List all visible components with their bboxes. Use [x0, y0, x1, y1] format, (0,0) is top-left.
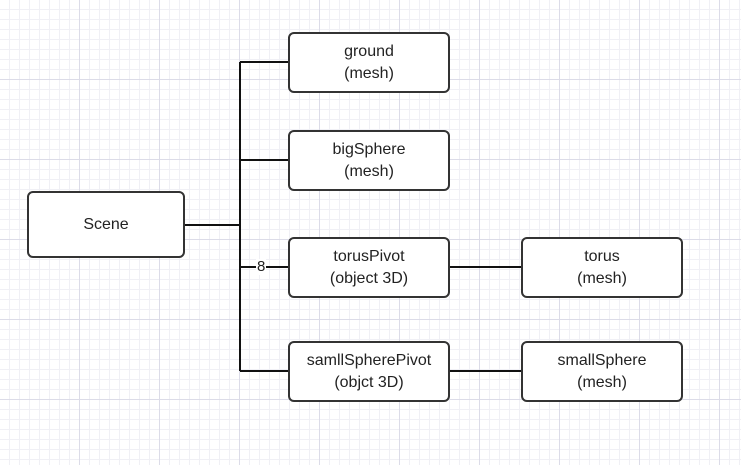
node-ground-name: ground	[344, 42, 394, 60]
node-toruspivot[interactable]: torusPivot (object 3D)	[288, 237, 450, 298]
node-smallspherepivot-type: (objct 3D)	[334, 373, 404, 391]
node-smallsphere-type: (mesh)	[577, 373, 627, 391]
node-ground-type: (mesh)	[344, 64, 394, 82]
node-smallspherepivot-name: samllSpherePivot	[306, 351, 432, 369]
node-scene-name: Scene	[83, 215, 129, 233]
node-smallsphere[interactable]: smallSphere (mesh)	[521, 341, 683, 402]
node-torus[interactable]: torus (mesh)	[521, 237, 683, 298]
node-bigsphere[interactable]: bigSphere (mesh)	[288, 130, 450, 191]
node-bigsphere-type: (mesh)	[344, 162, 394, 180]
node-torus-type: (mesh)	[577, 269, 627, 287]
node-smallspherepivot[interactable]: samllSpherePivot (objct 3D)	[288, 341, 450, 402]
node-smallsphere-name: smallSphere	[557, 351, 647, 369]
node-toruspivot-name: torusPivot	[333, 247, 405, 265]
edge-label-toruspivot: 8	[256, 258, 267, 275]
node-ground[interactable]: ground (mesh)	[288, 32, 450, 93]
node-bigsphere-name: bigSphere	[332, 140, 406, 158]
node-toruspivot-type: (object 3D)	[329, 269, 409, 287]
node-torus-name: torus	[584, 247, 620, 265]
node-scene[interactable]: Scene	[27, 191, 185, 258]
